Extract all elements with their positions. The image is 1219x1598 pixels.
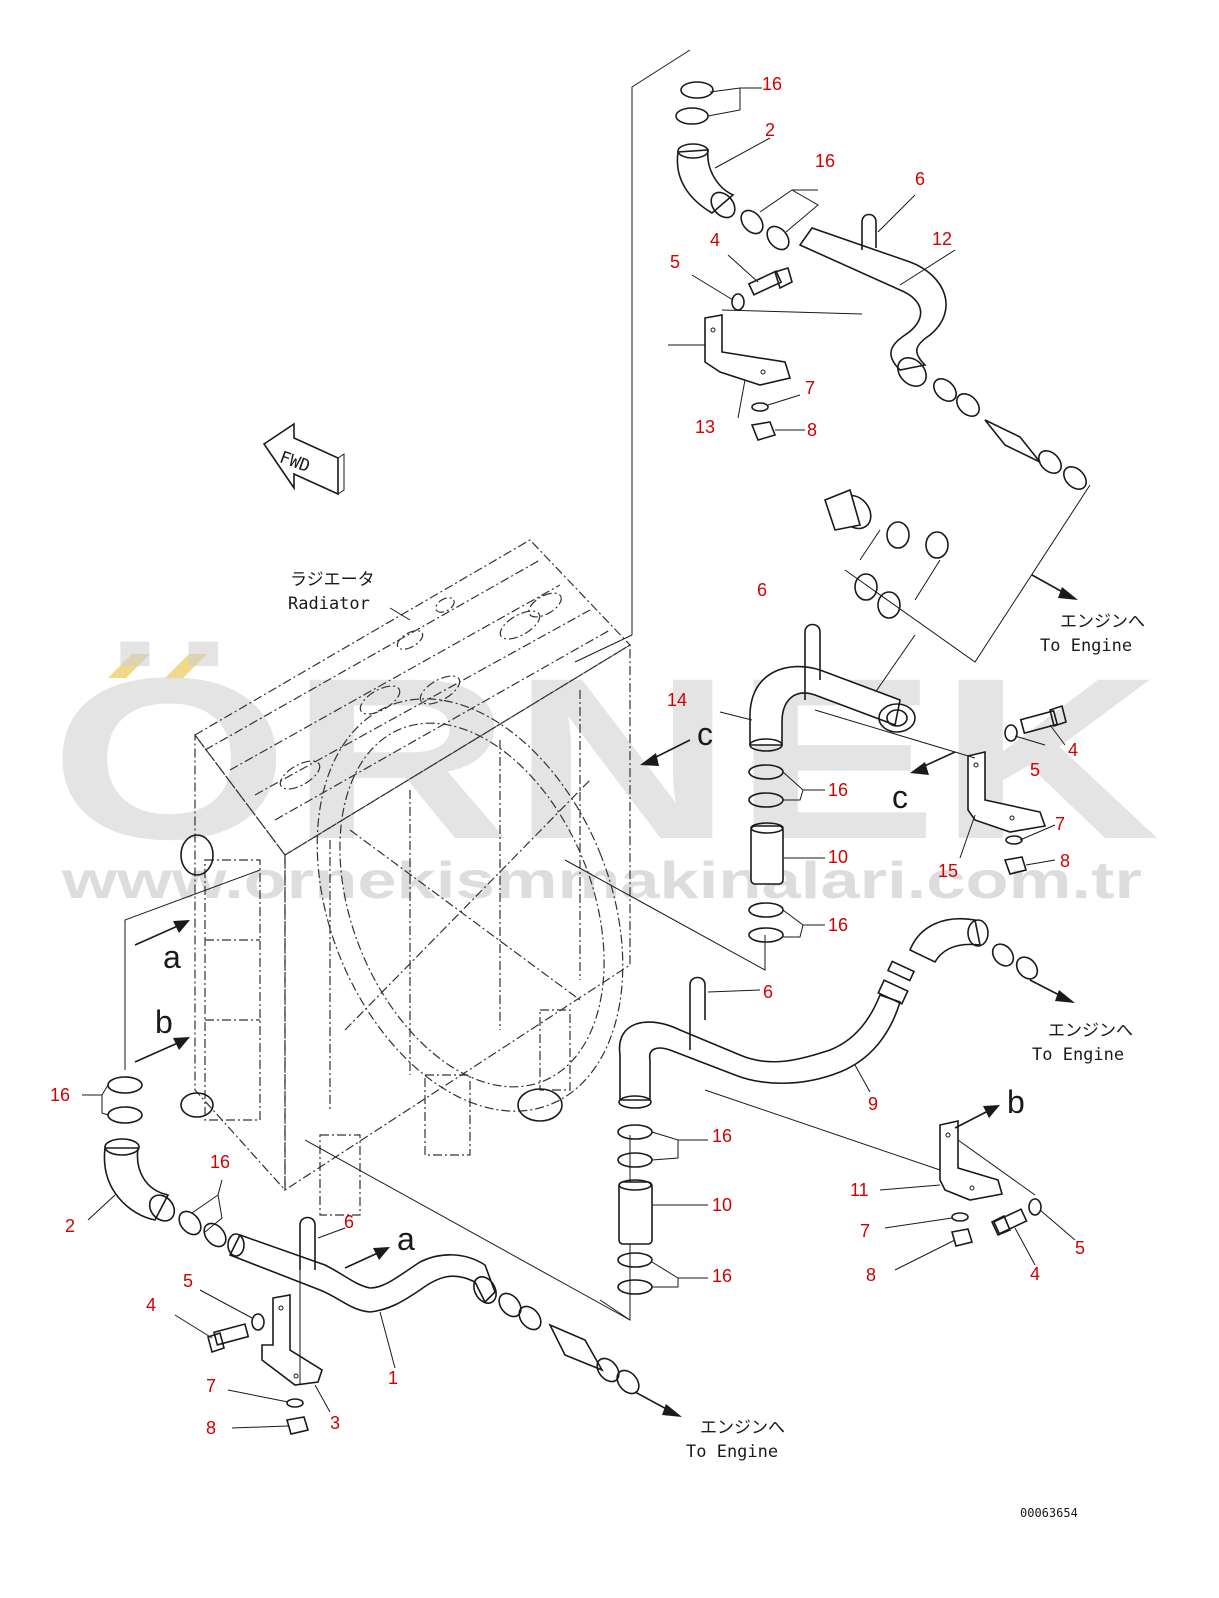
part-number-4: 4 [1030, 1264, 1040, 1284]
part-number-6: 6 [763, 982, 773, 1002]
view-letter-b-lower: b [1007, 1084, 1025, 1120]
part-number-6: 6 [757, 580, 767, 600]
to-engine-arrow-3 [634, 1391, 682, 1417]
part-number-10: 10 [828, 847, 848, 867]
fwd-label: FWD [277, 448, 313, 477]
watermark-accent-left [108, 654, 150, 678]
part-number-16: 16 [762, 74, 782, 94]
part-number-8: 8 [206, 1418, 216, 1438]
to-engine-label-1-en: To Engine [1040, 636, 1132, 656]
part-number-4: 4 [146, 1295, 156, 1315]
part-numbers: 16 2 16 6 12 4 5 7 13 8 6 14 4 5 16 7 10… [50, 74, 1085, 1438]
part-number-16: 16 [210, 1152, 230, 1172]
to-engine-label-3-en: To Engine [686, 1442, 778, 1462]
part-number-8: 8 [807, 420, 817, 440]
view-arrow-b-upper [134, 1037, 190, 1063]
view-arrow-a-upper [134, 920, 190, 946]
part-number-16: 16 [50, 1085, 70, 1105]
part-number-16: 16 [712, 1266, 732, 1286]
part-number-7: 7 [1055, 814, 1065, 834]
part-number-15: 15 [938, 861, 958, 881]
part-number-7: 7 [206, 1376, 216, 1396]
part-number-1: 1 [388, 1368, 398, 1388]
part-number-16: 16 [712, 1126, 732, 1146]
part-number-8: 8 [866, 1265, 876, 1285]
view-letter-a-upper: a [163, 939, 181, 975]
view-arrow-b-lower [954, 1105, 1000, 1129]
to-engine-label-3-jp: エンジンへ [700, 1418, 785, 1438]
part-number-3: 3 [330, 1413, 340, 1433]
to-engine-label-2-en: To Engine [1032, 1045, 1124, 1065]
view-letter-c-lower: c [892, 779, 908, 815]
part-number-7: 7 [805, 378, 815, 398]
part-number-5: 5 [1075, 1238, 1085, 1258]
drawing-code: 00063654 [1020, 1506, 1078, 1520]
view-letter-c-upper: c [697, 716, 713, 752]
part-number-16: 16 [815, 151, 835, 171]
view-letter-b-upper: b [155, 1004, 173, 1040]
part-number-6: 6 [344, 1212, 354, 1232]
part-number-4: 4 [1068, 740, 1078, 760]
part-number-13: 13 [695, 417, 715, 437]
part-number-5: 5 [1030, 760, 1040, 780]
to-engine-label-2-jp: エンジンへ [1048, 1021, 1133, 1041]
part-number-4: 4 [710, 230, 720, 250]
part-number-16: 16 [828, 780, 848, 800]
radiator-label-jp: ラジエータ [290, 570, 375, 590]
to-engine-label-1-jp: エンジンへ [1060, 612, 1145, 632]
part-number-10: 10 [712, 1195, 732, 1215]
to-engine-arrow-1 [1031, 574, 1078, 600]
part-number-8: 8 [1060, 851, 1070, 871]
watermark: ÖRNEK www.ornekismmakinalari.com.tr [50, 630, 1160, 910]
view-arrow-c-lower [910, 751, 956, 775]
view-arrow-a-lower [344, 1247, 390, 1269]
part-number-11: 11 [850, 1180, 869, 1200]
view-arrow-c-upper [640, 739, 691, 766]
part-number-6: 6 [915, 169, 925, 189]
part-number-16: 16 [828, 915, 848, 935]
radiator-label-en: Radiator [288, 594, 370, 614]
watermark-brand: ÖRNEK [50, 630, 1160, 887]
to-engine-arrow-2 [1029, 979, 1075, 1003]
watermark-url: www.ornekismmakinalari.com.tr [61, 852, 1142, 910]
radiator-assembly [180, 539, 631, 1216]
view-letter-a-lower: a [397, 1221, 415, 1257]
watermark-accent-right [165, 654, 207, 678]
leader-upper-group [631, 49, 691, 635]
part-number-12: 12 [932, 229, 952, 249]
part-number-2: 2 [765, 120, 775, 140]
callout-leaders [82, 87, 1076, 1429]
part-number-2: 2 [65, 1216, 75, 1236]
part-number-5: 5 [183, 1271, 193, 1291]
part-number-5: 5 [670, 252, 680, 272]
part-number-7: 7 [860, 1221, 870, 1241]
part-number-14: 14 [667, 690, 687, 710]
part-number-9: 9 [868, 1094, 878, 1114]
fwd-arrow-icon: FWD [262, 422, 345, 496]
